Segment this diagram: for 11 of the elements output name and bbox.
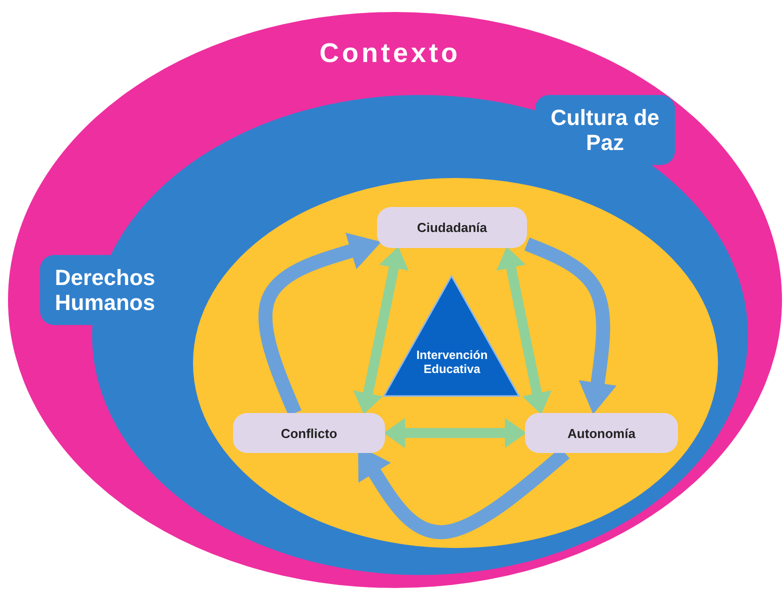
double-arrow <box>384 418 526 448</box>
double-arrow <box>353 246 409 414</box>
concept-box: Autonomía <box>525 413 678 453</box>
cycle-arrow <box>258 232 382 416</box>
triangle-label: Intervención Educativa <box>415 347 489 378</box>
region-title: Contexto <box>318 37 462 70</box>
concept-box: Ciudadanía <box>377 207 527 248</box>
region-tab: Cultura de Paz <box>535 95 675 165</box>
cycle-arrow <box>524 238 616 414</box>
concept-box: Conflicto <box>233 413 385 453</box>
double-arrow <box>496 246 552 414</box>
